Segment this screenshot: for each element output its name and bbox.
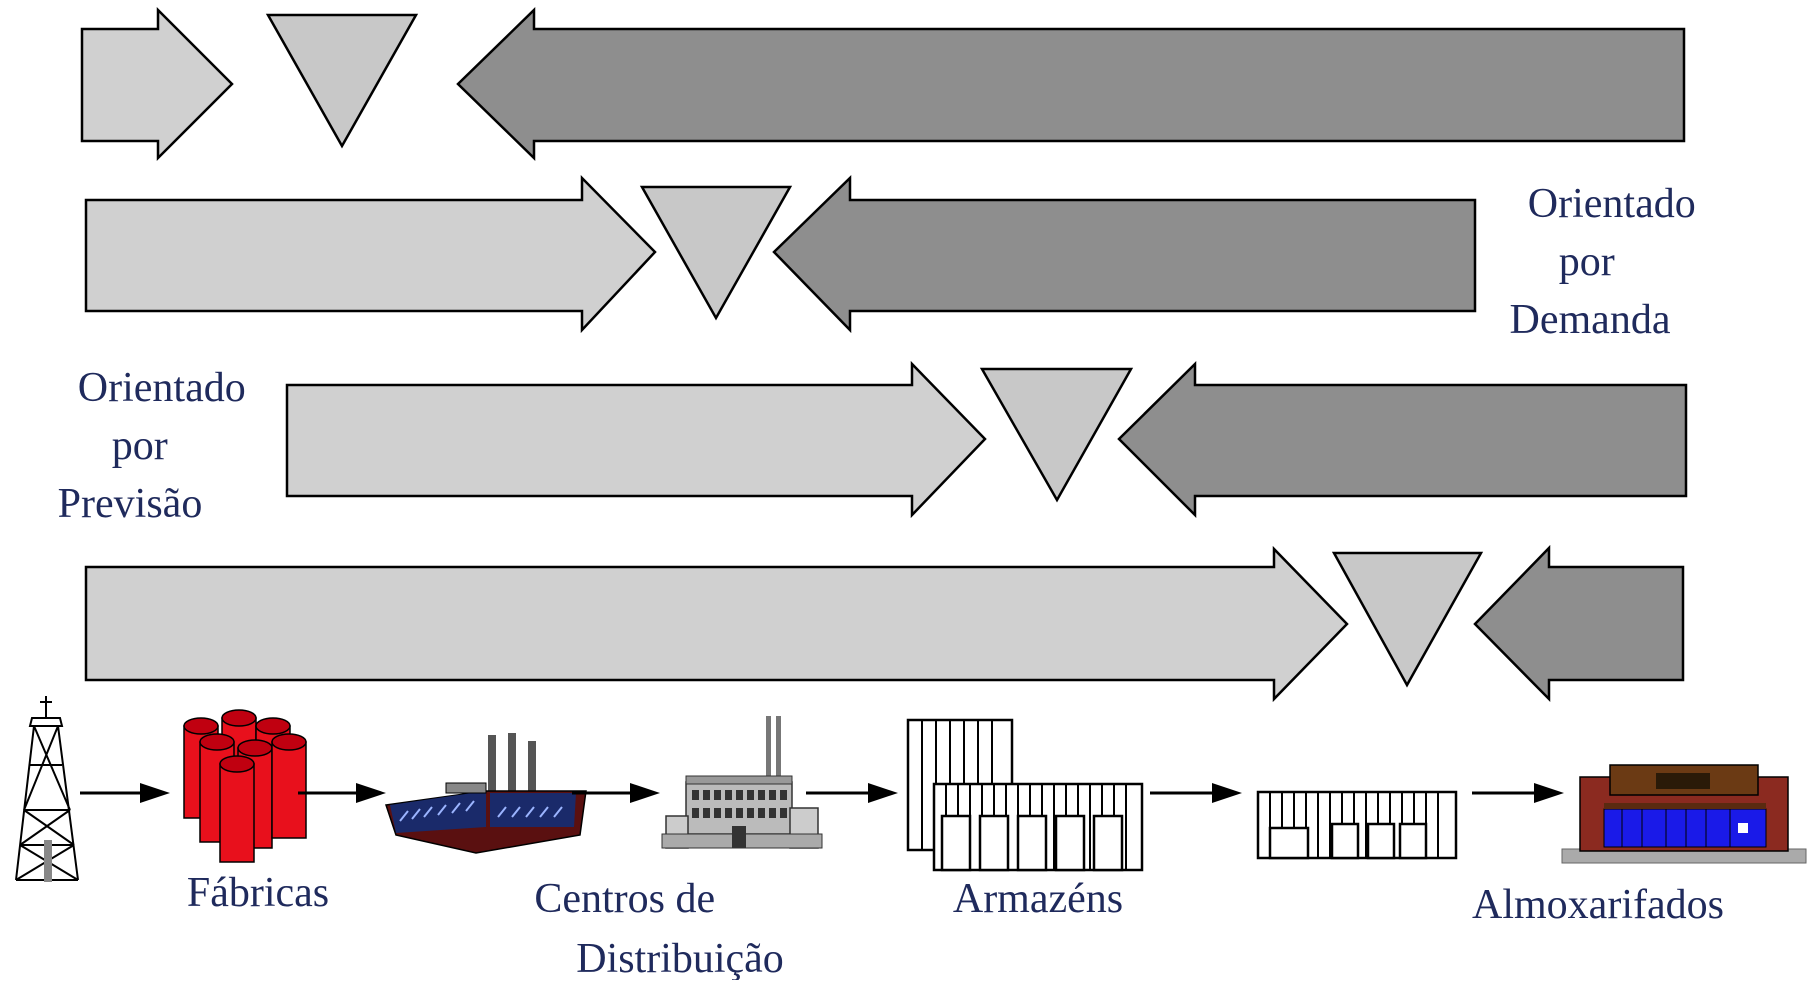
factory-icon [385, 733, 587, 854]
row-3 [285, 360, 1688, 519]
red-barrels-icon [183, 709, 307, 863]
pull-label: Orientado por Demanda [1510, 181, 1707, 343]
push-arrow [84, 174, 657, 334]
push-arrow [84, 545, 1349, 703]
inventory-buffer-triangle [1331, 551, 1484, 688]
industrial-building-icon [661, 716, 823, 849]
oil-derrick-icon [15, 696, 79, 882]
push-label-line-3: Previsão [58, 481, 203, 527]
inventory-buffer-triangle [639, 185, 793, 321]
flow-arrows [80, 783, 1564, 803]
stage-label-retail: Almoxarifados [1472, 882, 1724, 928]
retail-store-icon [1561, 764, 1807, 864]
inventory-buffer-triangle [979, 367, 1134, 503]
stage-label-distribution-centers: Centros de Distribuição [534, 876, 783, 980]
stage-label-distribution-line-2: Distribuição [576, 936, 784, 980]
pull-label-line-3: Demanda [1510, 297, 1671, 343]
pull-label-line-2: por [1559, 239, 1615, 285]
row-4 [84, 544, 1685, 703]
push-label-line-1: Orientado [78, 365, 246, 411]
stage-label-warehouses: Armazéns [953, 876, 1123, 922]
pull-arrow [456, 7, 1686, 161]
pull-arrow [772, 175, 1477, 334]
push-arrow [285, 360, 987, 519]
push-arrow [80, 6, 234, 162]
warehouse-icon [906, 718, 1144, 872]
pull-arrow [1117, 361, 1688, 519]
pull-label-line-1: Orientado [1528, 181, 1696, 227]
inventory-buffer-triangle [265, 13, 419, 149]
row-1 [80, 6, 1686, 162]
push-label: Orientado por Previsão [58, 365, 257, 527]
row-2 [84, 174, 1477, 334]
small-warehouse-icon [1256, 790, 1458, 860]
stage-label-distribution-line-1: Centros de [534, 876, 715, 922]
push-label-line-2: por [112, 423, 168, 469]
stage-label-factories: Fábricas [187, 870, 329, 916]
pull-arrow [1473, 544, 1685, 703]
